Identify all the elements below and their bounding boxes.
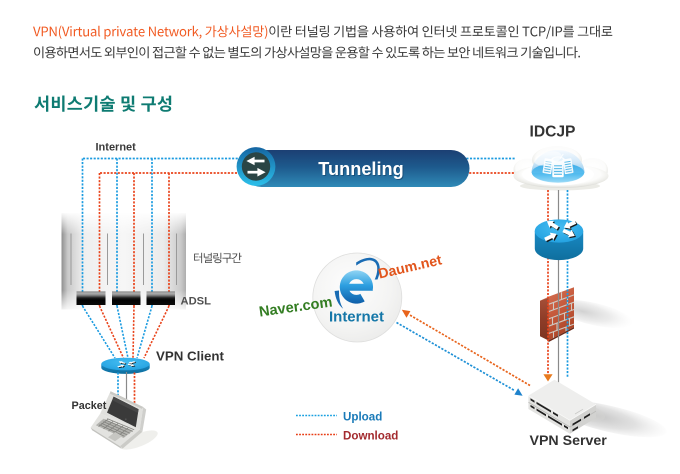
svg-text:Upload: Upload: [343, 410, 382, 423]
svg-text:Download: Download: [343, 429, 398, 442]
svg-text:Internet: Internet: [329, 309, 384, 326]
svg-text:VPN Server: VPN Server: [530, 433, 608, 449]
svg-text:Tunneling: Tunneling: [319, 160, 405, 180]
svg-text:Packet: Packet: [72, 400, 107, 412]
svg-text:Daum.net: Daum.net: [377, 252, 444, 282]
svg-text:Tunneling: Tunneling: [318, 159, 404, 179]
svg-text:Internet: Internet: [96, 142, 137, 154]
svg-text:IDCJP: IDCJP: [530, 123, 576, 140]
svg-text:ADSL: ADSL: [181, 296, 212, 308]
svg-text:VPN Client: VPN Client: [156, 349, 225, 364]
